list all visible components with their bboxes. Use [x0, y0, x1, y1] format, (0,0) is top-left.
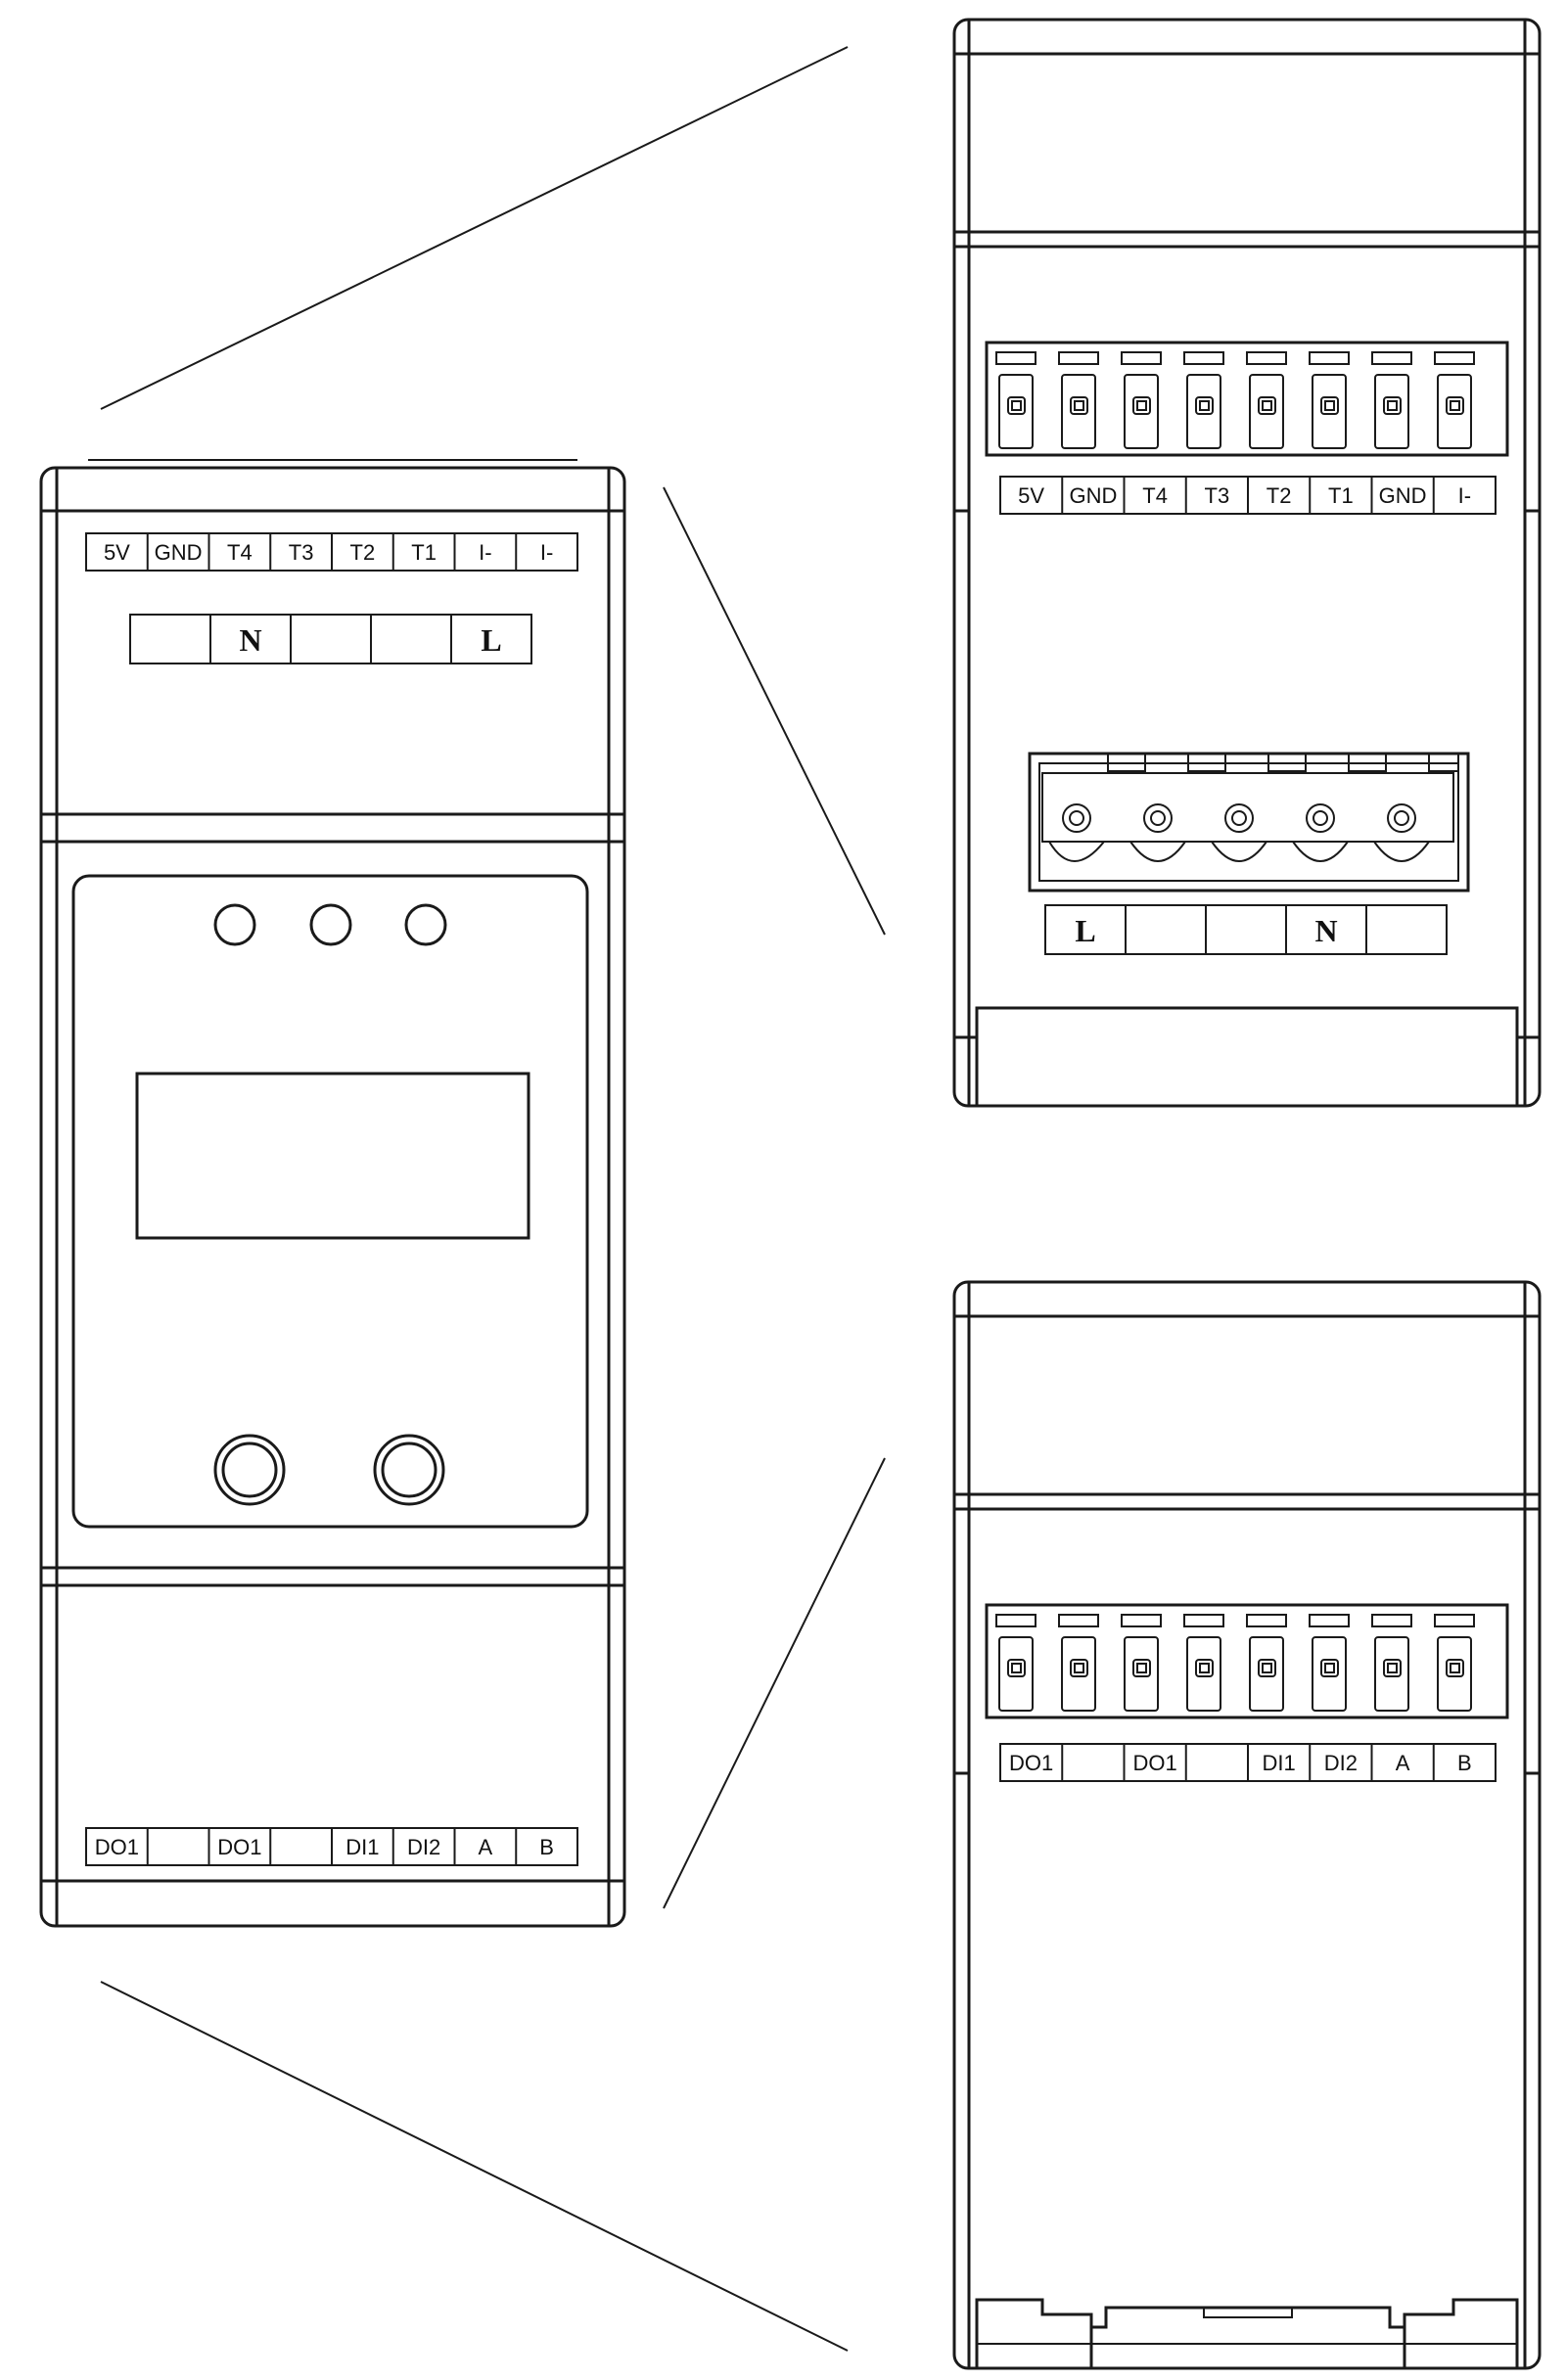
top-power-connector	[1028, 752, 1470, 892]
leader-lines	[100, 46, 886, 2352]
top-view: 5V GND T4 T3 T2 T1 GND I-	[952, 18, 1542, 1108]
front-panel	[71, 874, 589, 1529]
top-terminal-label: GND	[1379, 483, 1427, 508]
top-power-label: L	[1075, 913, 1095, 948]
bottom-terminal-label: B	[1457, 1751, 1472, 1775]
top-terminal-strip: 5V GND T4 T3 T2 T1 GND I-	[999, 476, 1497, 515]
front-top-label: T4	[227, 540, 253, 565]
front-power-label: N	[239, 622, 261, 658]
indicator-led-icon	[404, 903, 447, 946]
front-power-label: L	[481, 622, 501, 658]
top-terminal-label: T4	[1142, 483, 1168, 508]
bottom-terminal-label: DI1	[1262, 1751, 1295, 1775]
top-terminal-label: I-	[1458, 483, 1471, 508]
front-power-terminal-strip: N L	[129, 614, 532, 664]
bottom-terminal-label: A	[1396, 1751, 1410, 1775]
front-top-label: 5V	[104, 540, 130, 565]
top-signal-connector	[985, 341, 1509, 457]
top-terminal-label: T3	[1205, 483, 1230, 508]
bottom-terminal-label: DI2	[1324, 1751, 1358, 1775]
panel-button[interactable]	[373, 1434, 445, 1506]
bottom-terminal-strip: DO1 DO1 DI1 DI2 A B	[999, 1743, 1497, 1782]
top-terminal-label: GND	[1069, 483, 1117, 508]
front-bottom-label: DO1	[217, 1835, 261, 1859]
bottom-view: DO1 DO1 DI1 DI2 A B	[952, 1280, 1542, 2370]
top-power-label: N	[1314, 913, 1337, 948]
front-bottom-label: DI1	[345, 1835, 379, 1859]
top-terminal-label: T1	[1328, 483, 1354, 508]
indicator-led-icon	[213, 903, 256, 946]
front-top-label: T1	[411, 540, 437, 565]
panel-button[interactable]	[213, 1434, 286, 1506]
front-view: 5V GND T4 T3 T2 T1 I- I- N L	[39, 459, 626, 1928]
bottom-terminal-label: DO1	[1132, 1751, 1176, 1775]
front-bottom-terminal-strip: DO1 DO1 DI1 DI2 A B	[85, 1827, 578, 1866]
indicator-led-icon	[309, 903, 352, 946]
top-terminal-label: 5V	[1018, 483, 1044, 508]
front-top-label: I-	[479, 540, 491, 565]
bottom-signal-connector	[985, 1603, 1509, 1719]
front-top-label: T2	[350, 540, 376, 565]
front-bottom-label: A	[479, 1835, 493, 1859]
display-screen	[135, 1072, 530, 1240]
front-bottom-label: DI2	[407, 1835, 440, 1859]
top-terminal-label: T2	[1267, 483, 1292, 508]
front-top-label: GND	[155, 540, 203, 565]
front-top-terminal-strip: 5V GND T4 T3 T2 T1 I- I-	[85, 532, 578, 572]
front-bottom-label: DO1	[95, 1835, 139, 1859]
front-top-label: T3	[289, 540, 314, 565]
bottom-terminal-label: DO1	[1009, 1751, 1053, 1775]
front-top-label: I-	[540, 540, 553, 565]
din-rail-clip	[975, 2298, 1519, 2368]
top-power-terminal-strip: L N	[1044, 904, 1448, 955]
front-bottom-label: B	[539, 1835, 554, 1859]
